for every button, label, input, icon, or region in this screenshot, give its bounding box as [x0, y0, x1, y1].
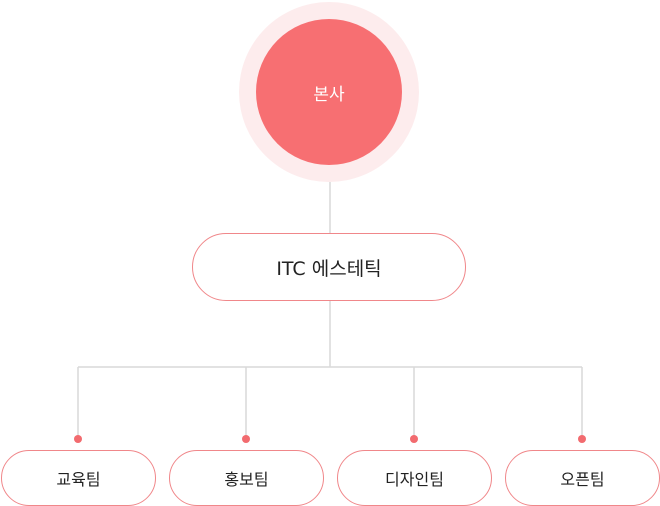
team-label: 오픈팀 — [560, 470, 605, 489]
team-node-open: 오픈팀 — [505, 450, 660, 506]
headquarters-label: 본사 — [313, 84, 345, 105]
team-node-design: 디자인팀 — [337, 450, 492, 506]
team-connector-dot — [74, 435, 82, 443]
team-label: 홍보팀 — [224, 470, 269, 489]
company-node: ITC 에스테틱 — [192, 233, 466, 301]
company-label: ITC 에스테틱 — [276, 257, 382, 280]
team-connector-dot — [410, 435, 418, 443]
team-label: 디자인팀 — [385, 470, 444, 489]
team-node-education: 교육팀 — [1, 450, 156, 506]
team-connector-dot — [578, 435, 586, 443]
headquarters-node: 본사 — [256, 19, 402, 165]
team-connector-dot — [242, 435, 250, 443]
team-label: 교육팀 — [56, 470, 101, 489]
team-node-promotion: 홍보팀 — [169, 450, 324, 506]
